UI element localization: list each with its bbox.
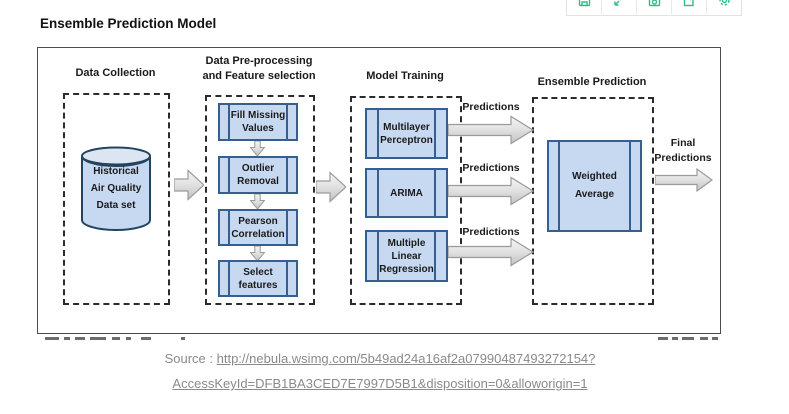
final-predictions-arrow-icon xyxy=(655,168,713,192)
model-label-line: Regression xyxy=(379,263,434,275)
ensemble-weighted-average: Weighted Average xyxy=(547,140,642,232)
save-disk-icon xyxy=(648,0,660,7)
step-fill-missing-values: Fill Missing Values xyxy=(218,103,298,141)
model-label-line: Linear xyxy=(391,250,422,262)
col-header-ensemble-prediction: Ensemble Prediction xyxy=(537,76,647,88)
predictions-label: Predictions xyxy=(462,226,520,238)
step-label-line: Correlation xyxy=(231,228,285,240)
process-side-bars xyxy=(228,105,288,139)
col-header-data-collection: Data Collection xyxy=(75,67,156,79)
database-cylinder-icon xyxy=(81,146,151,231)
final-predictions-line: Predictions xyxy=(654,152,712,164)
model-arima: ARIMA xyxy=(365,168,448,218)
export-button[interactable] xyxy=(672,0,707,14)
diagram-frame xyxy=(37,47,721,334)
process-side-bars xyxy=(377,232,436,280)
step-label-line: Removal xyxy=(237,176,279,187)
source-line-2: AccessKeyId=DFB1BA3CED7E7997D5B1&disposi… xyxy=(0,371,760,396)
step-pearson-correlation: Pearson Correlation xyxy=(218,209,298,246)
save-button[interactable] xyxy=(567,0,602,14)
step-label-line: Outlier xyxy=(241,163,275,174)
step-label-line: Select xyxy=(243,266,273,278)
expand-icon xyxy=(613,0,621,6)
col-header-line: and Feature selection xyxy=(202,70,316,82)
step-label-line: Fill Missing xyxy=(230,110,286,121)
step-select-features: Select features xyxy=(218,260,298,297)
process-side-bars xyxy=(228,158,288,192)
flow-arrow-right-icon xyxy=(174,169,204,201)
dataset-label-line: Data set xyxy=(96,200,136,211)
flow-arrow-down-icon xyxy=(250,141,265,156)
settings-gear-icon xyxy=(718,0,730,6)
source-prefix: Source : xyxy=(164,351,217,366)
ensemble-label-line: Weighted xyxy=(572,171,617,182)
process-side-bars xyxy=(558,142,631,230)
col-header-model-training: Model Training xyxy=(366,70,444,82)
group-model-training xyxy=(350,96,462,305)
expand-button[interactable] xyxy=(602,0,637,14)
flow-arrow-right-icon xyxy=(316,171,346,203)
flow-arrow-down-icon xyxy=(250,194,265,209)
toolbar xyxy=(566,0,742,16)
process-side-bars xyxy=(377,170,436,216)
process-side-bars xyxy=(228,262,288,295)
step-label-line: Pearson xyxy=(238,215,278,227)
export-icon xyxy=(683,0,694,7)
step-outlier-removal: Outlier Removal xyxy=(218,156,298,194)
model-label-line: Perceptron xyxy=(380,134,433,146)
flow-arrow-down-icon xyxy=(250,246,265,261)
page-title: Ensemble Prediction Model xyxy=(40,16,217,31)
group-ensemble xyxy=(532,97,654,305)
step-label-line: Values xyxy=(242,123,274,134)
col-header-preprocessing: Data Pre-processing and Feature selectio… xyxy=(197,54,321,84)
source-line-1: Source : http://nebula.wsimg.com/5b49ad2… xyxy=(0,346,760,371)
final-predictions-line: Final xyxy=(670,137,696,149)
process-side-bars xyxy=(377,110,436,157)
model-multilayer-perceptron: Multilayer Perceptron xyxy=(365,108,448,159)
model-multiple-linear-regression: Multiple Linear Regression xyxy=(365,230,448,282)
settings-button[interactable] xyxy=(707,0,741,14)
model-label-line: Multilayer xyxy=(383,121,430,133)
process-side-bars xyxy=(228,211,288,244)
dataset-label: Historical Air Quality Data set xyxy=(80,163,152,214)
source-caption: Source : http://nebula.wsimg.com/5b49ad2… xyxy=(0,346,760,396)
predictions-arrow-icon xyxy=(448,237,534,267)
model-label-line: ARIMA xyxy=(390,187,423,199)
predictions-label: Predictions xyxy=(462,101,520,113)
predictions-arrow-icon xyxy=(448,176,534,206)
col-header-line: Data Pre-processing xyxy=(205,55,313,67)
predictions-arrow-icon xyxy=(448,115,534,145)
source-link-line2[interactable]: AccessKeyId=DFB1BA3CED7E7997D5B1&disposi… xyxy=(172,376,588,391)
final-predictions-label: Final Predictions xyxy=(648,136,718,166)
group-preprocessing xyxy=(205,95,315,305)
dataset-label-line: Air Quality xyxy=(90,183,142,194)
group-data-collection xyxy=(63,93,170,305)
model-label-line: Multiple xyxy=(387,237,426,249)
dataset-label-line: Historical xyxy=(93,166,139,177)
save-icon xyxy=(578,0,590,7)
ensemble-label-line: Average xyxy=(574,189,615,200)
source-link-line1[interactable]: http://nebula.wsimg.com/5b49ad24a16af2a0… xyxy=(216,351,596,366)
save-disk-button[interactable] xyxy=(637,0,672,14)
predictions-label: Predictions xyxy=(462,162,520,174)
cropped-text-artifacts xyxy=(0,337,789,341)
step-label-line: features xyxy=(238,279,278,291)
